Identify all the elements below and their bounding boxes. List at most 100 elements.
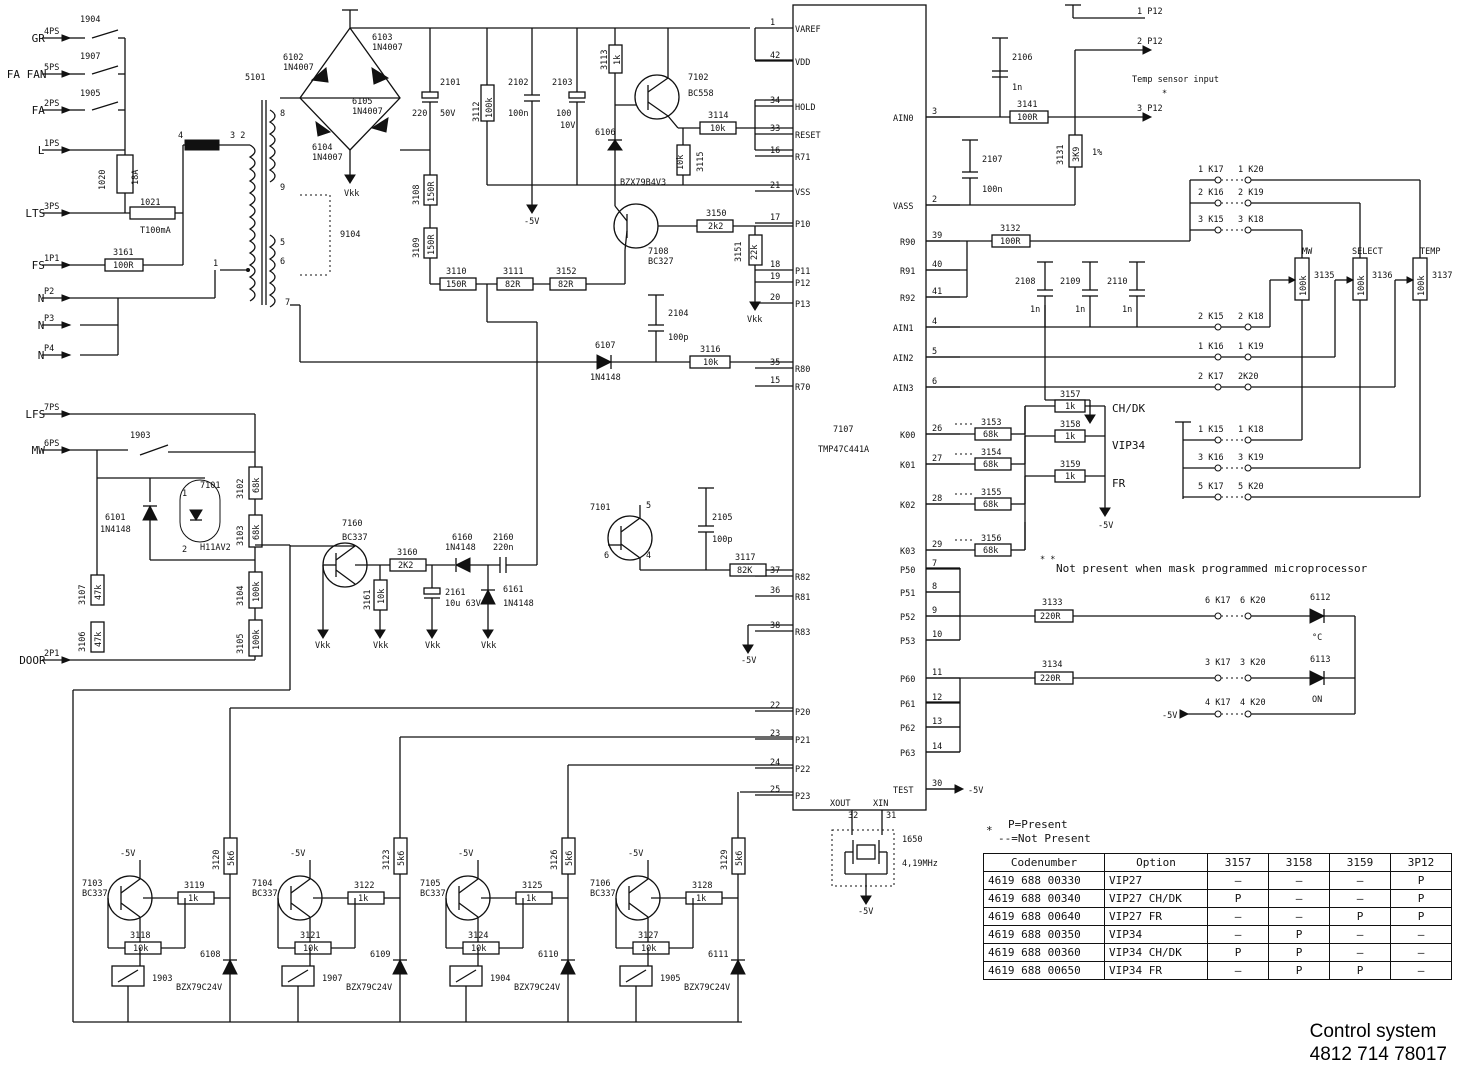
ic-pin-p50: P50: [900, 566, 915, 576]
table-cell: P: [1390, 871, 1452, 890]
mains-switches: 1904 1907 1905 1020 18A 1021 T100mA 3161…: [70, 15, 250, 272]
svg-text:1903: 1903: [152, 974, 172, 984]
svg-text:3 K19: 3 K19: [1238, 453, 1264, 463]
ic-pin-number: 38: [770, 621, 780, 631]
svg-text:-5V: -5V: [858, 907, 873, 917]
svg-text:Vkk: Vkk: [747, 315, 762, 325]
svg-text:-5V: -5V: [741, 656, 756, 666]
ic-pin-number: 10: [932, 630, 942, 640]
svg-text:6 K17: 6 K17: [1205, 596, 1231, 606]
svg-text:68k: 68k: [252, 478, 262, 493]
svg-text:3 K18: 3 K18: [1238, 215, 1264, 225]
option-vip34: VIP34: [1112, 439, 1145, 452]
svg-text:10k: 10k: [303, 944, 318, 954]
svg-text:2 K15: 2 K15: [1198, 312, 1224, 322]
ic-pin-number: 19: [770, 272, 780, 282]
ic-pin-number: 3: [932, 107, 937, 117]
svg-text:3113: 3113: [600, 50, 610, 70]
svg-text:32: 32: [848, 811, 858, 821]
table-cell: P: [1268, 961, 1330, 980]
svg-text:150R: 150R: [446, 280, 467, 290]
svg-text:5 K20: 5 K20: [1238, 482, 1264, 492]
connector-label: LTS: [25, 207, 45, 220]
table-cell: —: [1329, 871, 1391, 890]
svg-text:7103: 7103: [82, 879, 102, 889]
svg-text:-5V: -5V: [968, 786, 983, 796]
svg-text:6104: 6104: [312, 143, 332, 153]
svg-text:3160: 3160: [397, 548, 417, 558]
svg-text:1k: 1k: [1065, 472, 1075, 482]
svg-text:6110: 6110: [538, 950, 558, 960]
svg-text:3131: 3131: [1056, 145, 1066, 165]
svg-text:3154: 3154: [981, 448, 1001, 458]
relay-bus: [73, 707, 793, 1023]
svg-text:2k2: 2k2: [708, 222, 723, 232]
svg-text:2110: 2110: [1107, 277, 1127, 287]
svg-text:3141: 3141: [1017, 100, 1037, 110]
table-cell: VIP34 CH/DK: [1104, 943, 1208, 962]
connector-label: LFS: [25, 408, 45, 421]
svg-text:3128: 3128: [692, 881, 712, 891]
table-cell: 4619 688 00330: [983, 871, 1105, 890]
connector-pin: 1PS: [44, 139, 59, 149]
connector-label: FS: [32, 259, 45, 272]
svg-text:3119: 3119: [184, 881, 204, 891]
ic-pin-number: 13: [932, 717, 942, 727]
svg-text:3112: 3112: [472, 102, 482, 122]
svg-text:6161: 6161: [503, 585, 523, 595]
svg-text:2102: 2102: [508, 78, 528, 88]
ic-pin-p11: P11: [795, 267, 810, 277]
svg-text:1k: 1k: [1065, 432, 1075, 442]
svg-text:3111: 3111: [503, 267, 523, 277]
svg-text:BC337: BC337: [82, 889, 108, 899]
svg-text:1021: 1021: [140, 198, 160, 208]
svg-text:5k6: 5k6: [735, 851, 745, 866]
connector-pin: 3PS: [44, 202, 59, 212]
svg-text:1N4007: 1N4007: [312, 153, 343, 163]
ic-pin-number: 36: [770, 586, 780, 596]
svg-text:5101: 5101: [245, 73, 265, 83]
svg-text:5: 5: [646, 501, 651, 511]
svg-text:XOUT: XOUT: [830, 799, 850, 809]
table-cell: P: [1268, 943, 1330, 962]
ic-pin-number: 24: [770, 758, 780, 768]
svg-text:31: 31: [886, 811, 896, 821]
svg-text:3116: 3116: [700, 345, 720, 355]
svg-text:150R: 150R: [427, 181, 437, 202]
ic-type: TMP47C441A: [818, 445, 869, 455]
connector-pin: P3: [44, 314, 54, 324]
ic-pin-reset: RESET: [795, 131, 821, 141]
svg-text:1904: 1904: [80, 15, 100, 25]
table-cell: 4619 688 00360: [983, 943, 1105, 962]
svg-text:6107: 6107: [595, 341, 615, 351]
svg-text:10k: 10k: [377, 589, 387, 604]
svg-text:1903: 1903: [130, 431, 150, 441]
svg-text:3102: 3102: [236, 479, 246, 499]
svg-text:BZX79B4V3: BZX79B4V3: [620, 178, 666, 188]
svg-text:3105: 3105: [236, 634, 246, 654]
svg-text:3107: 3107: [78, 585, 88, 605]
ic-pin-number: 5: [932, 347, 937, 357]
svg-text:2K2: 2K2: [398, 561, 413, 571]
ic-pin-r81: R81: [795, 593, 810, 603]
svg-text:3153: 3153: [981, 418, 1001, 428]
ic-pin-p60: P60: [900, 675, 915, 685]
table-cell: —: [1268, 907, 1330, 926]
svg-text:2107: 2107: [982, 155, 1002, 165]
table-header-cell: Option: [1104, 853, 1208, 872]
svg-text:220n: 220n: [493, 543, 513, 553]
table-cell: VIP34: [1104, 925, 1208, 944]
svg-text:8: 8: [280, 109, 285, 119]
ic-pin-number: 39: [932, 231, 942, 241]
ic-pin-number: 33: [770, 124, 780, 134]
svg-text:10k: 10k: [710, 124, 725, 134]
connector-label: FA: [32, 104, 46, 117]
svg-text:-5V: -5V: [120, 849, 135, 859]
svg-text:7105: 7105: [420, 879, 440, 889]
svg-text:1 K19: 1 K19: [1238, 342, 1264, 352]
